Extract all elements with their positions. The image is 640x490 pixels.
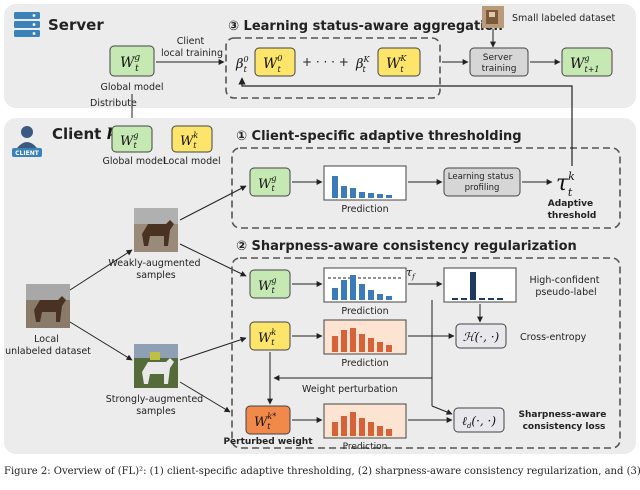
cross-entropy-label: Cross-entropy xyxy=(520,332,587,343)
learning-status-profiling-box xyxy=(443,167,521,197)
client-local-model-label: Local model xyxy=(163,156,220,167)
server-training-box xyxy=(469,47,529,77)
s2-global-model xyxy=(249,269,291,299)
weight-perturbation-label: Weight perturbation xyxy=(302,384,398,395)
client-label: Client k xyxy=(52,125,117,143)
s2-weak-prediction-bars xyxy=(332,275,392,300)
svg-text:Wgt: Wgt xyxy=(120,53,140,74)
consistency-loss-box xyxy=(453,407,505,433)
server-panel xyxy=(4,4,636,108)
section3-title: ③ Learning status-aware aggregation xyxy=(228,19,503,34)
client-panel xyxy=(4,118,636,454)
perturbed-weight-label: Perturbed weight xyxy=(223,437,313,447)
client-user-icon: CLIENT xyxy=(12,126,42,157)
svg-text:Wgt: Wgt xyxy=(120,131,139,150)
aggregation-box xyxy=(225,37,441,99)
s2-strong-prediction-bars xyxy=(332,328,392,352)
strongly-augmented-image xyxy=(134,344,178,388)
client-local-training-label: Client local training xyxy=(161,36,223,59)
high-confident-label: High-confident pseudo-label xyxy=(530,275,603,298)
weakly-augmented-image xyxy=(134,208,178,252)
local-dataset-image xyxy=(26,284,70,328)
section1-title: ① Client-specific adaptive thresholding xyxy=(236,129,522,144)
local-dataset-label: Local unlabeled dataset xyxy=(5,334,91,357)
server-training-label: Server training xyxy=(482,53,517,74)
small-dataset-image xyxy=(482,6,504,28)
svg-text:Wkt: Wkt xyxy=(258,328,276,347)
section2-title: ② Sharpness-aware consistency regulariza… xyxy=(236,239,577,254)
svg-text:β0t: β0t xyxy=(235,55,249,74)
strongly-augmented-label: Strongly-augmented samples xyxy=(106,394,206,417)
pseudo-label-bars xyxy=(452,272,503,300)
next-global-model xyxy=(561,47,613,77)
distribute-label: Distribute xyxy=(90,98,137,109)
local-model-0 xyxy=(254,47,296,77)
consistency-loss-func: ℓd(·, ·) xyxy=(462,414,496,430)
server-icon xyxy=(14,12,40,37)
local-model-K xyxy=(377,47,421,77)
s2-strong-prediction-label: Prediction xyxy=(341,358,388,369)
s2-perturbed-prediction-label: Prediction xyxy=(343,442,388,452)
s1-global-model xyxy=(249,167,291,197)
svg-text:Wkt: Wkt xyxy=(180,131,198,150)
small-dataset-label: Small labeled dataset xyxy=(512,13,615,24)
s2-weak-prediction-label: Prediction xyxy=(341,306,388,317)
client-local-model xyxy=(171,125,213,153)
server-label: Server xyxy=(48,16,104,34)
tau-f-symbol: τf xyxy=(406,266,416,281)
perturbed-weight-model xyxy=(245,405,291,435)
sum-plus: + · · · + xyxy=(302,55,349,69)
s1-prediction-label: Prediction xyxy=(341,204,388,215)
svg-text:WKt: WKt xyxy=(386,54,407,74)
svg-text:Wgt: Wgt xyxy=(258,174,277,193)
client-global-model xyxy=(111,125,153,153)
svg-text:CLIENT: CLIENT xyxy=(15,150,40,157)
s1-prediction-bars xyxy=(332,176,392,198)
sharpness-loss-label: Sharpness-aware consistency loss xyxy=(519,410,610,432)
learning-status-profiling-label: Learning status profiling xyxy=(448,172,516,193)
pseudo-label-box xyxy=(443,267,517,303)
s2-perturbed-prediction-bars xyxy=(332,412,392,436)
figure-caption: Figure 2: Overview of (FL)²: (1) client-… xyxy=(4,466,640,477)
svg-text:W0t: W0t xyxy=(263,54,282,74)
cross-entropy-box xyxy=(455,323,507,349)
svg-text:Wgt: Wgt xyxy=(258,276,277,295)
cross-entropy-func: ℋ(·, ·) xyxy=(463,330,500,344)
server-global-model xyxy=(109,45,155,77)
s2-local-model xyxy=(249,321,291,351)
client-global-model-label: Global model xyxy=(103,156,166,167)
adaptive-threshold-label: Adaptive threshold xyxy=(548,199,597,221)
server-global-model-label: Global model xyxy=(101,82,164,93)
weakly-augmented-label: Weakly-augmented samples xyxy=(108,258,203,281)
